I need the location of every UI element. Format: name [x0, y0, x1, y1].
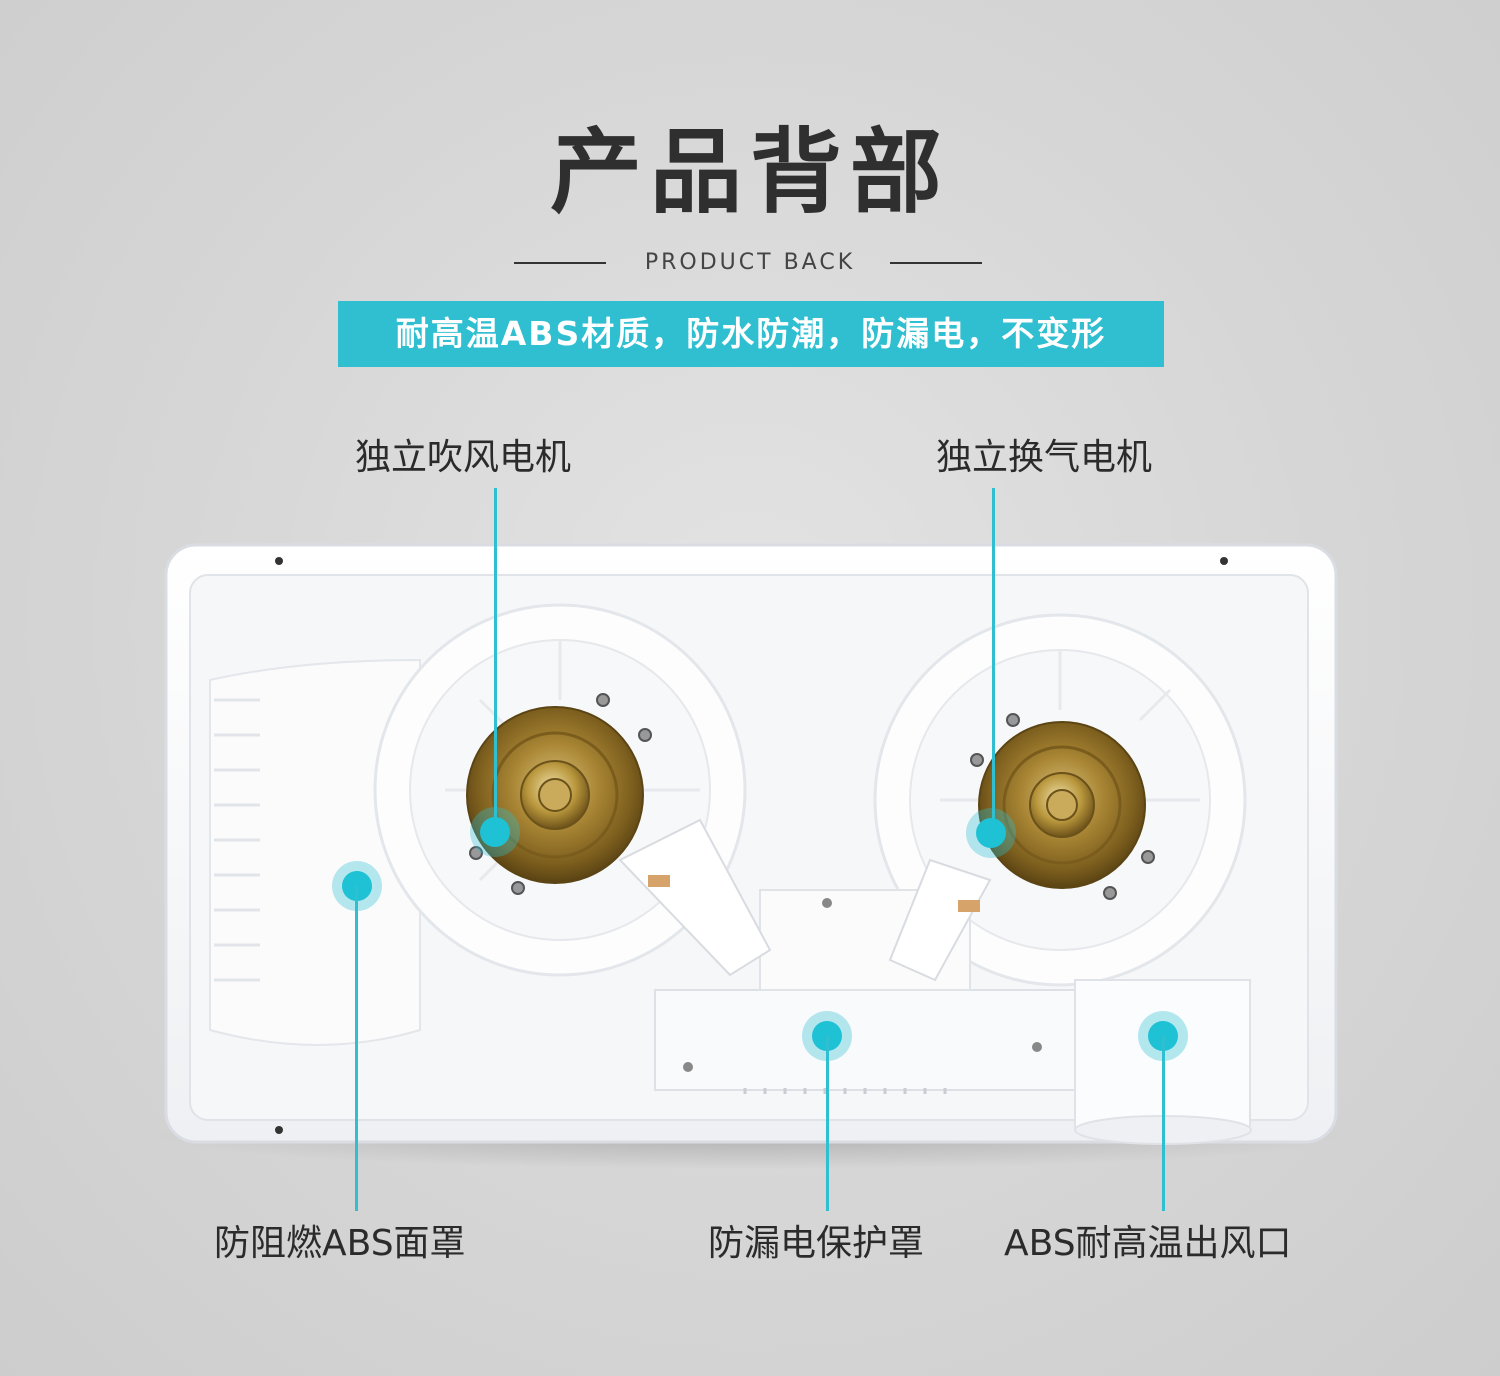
left-motor: [466, 693, 652, 895]
callout-vent-motor-marker: [976, 818, 1006, 848]
left-duct: [209, 658, 421, 1046]
callout-blow-motor-line: [494, 488, 497, 833]
subtitle-divider-left: [514, 262, 606, 264]
screw-hole-bottom-left: [275, 1126, 283, 1134]
subtitle-divider-right: [890, 262, 982, 264]
right-motor: [970, 713, 1155, 900]
screw-hole-top-left: [275, 557, 283, 565]
subtitle-row: PRODUCT BACK: [0, 248, 1500, 278]
feature-banner: 耐高温ABS材质，防水防潮，防漏电，不变形: [338, 301, 1164, 367]
callout-abs-cover-line: [355, 886, 358, 1211]
left-connector: [618, 818, 772, 977]
vent-slots: [743, 1088, 947, 1094]
callout-leak-guard-line: [826, 1036, 829, 1211]
control-box: [654, 989, 1081, 1091]
callout-air-outlet-line: [1162, 1036, 1165, 1211]
page-title: 产品背部: [549, 119, 950, 226]
callout-blow-motor-label: 独立吹风电机: [355, 437, 572, 478]
page-subtitle: PRODUCT BACK: [644, 250, 856, 275]
duct-ribs: [214, 698, 260, 982]
right-fan-fins: [940, 650, 1200, 802]
callout-leak-guard-label: 防漏电保护罩: [708, 1223, 925, 1264]
right-connector: [888, 858, 992, 982]
callout-air-outlet-label: ABS耐高温出风口: [1004, 1223, 1292, 1264]
callout-vent-motor-label: 独立换气电机: [936, 437, 1153, 478]
callout-abs-cover-label: 防阻燃ABS面罩: [214, 1223, 466, 1264]
callout-blow-motor-marker: [480, 817, 510, 847]
callout-vent-motor-line: [992, 488, 995, 833]
screw-hole-top-right: [1220, 557, 1228, 565]
